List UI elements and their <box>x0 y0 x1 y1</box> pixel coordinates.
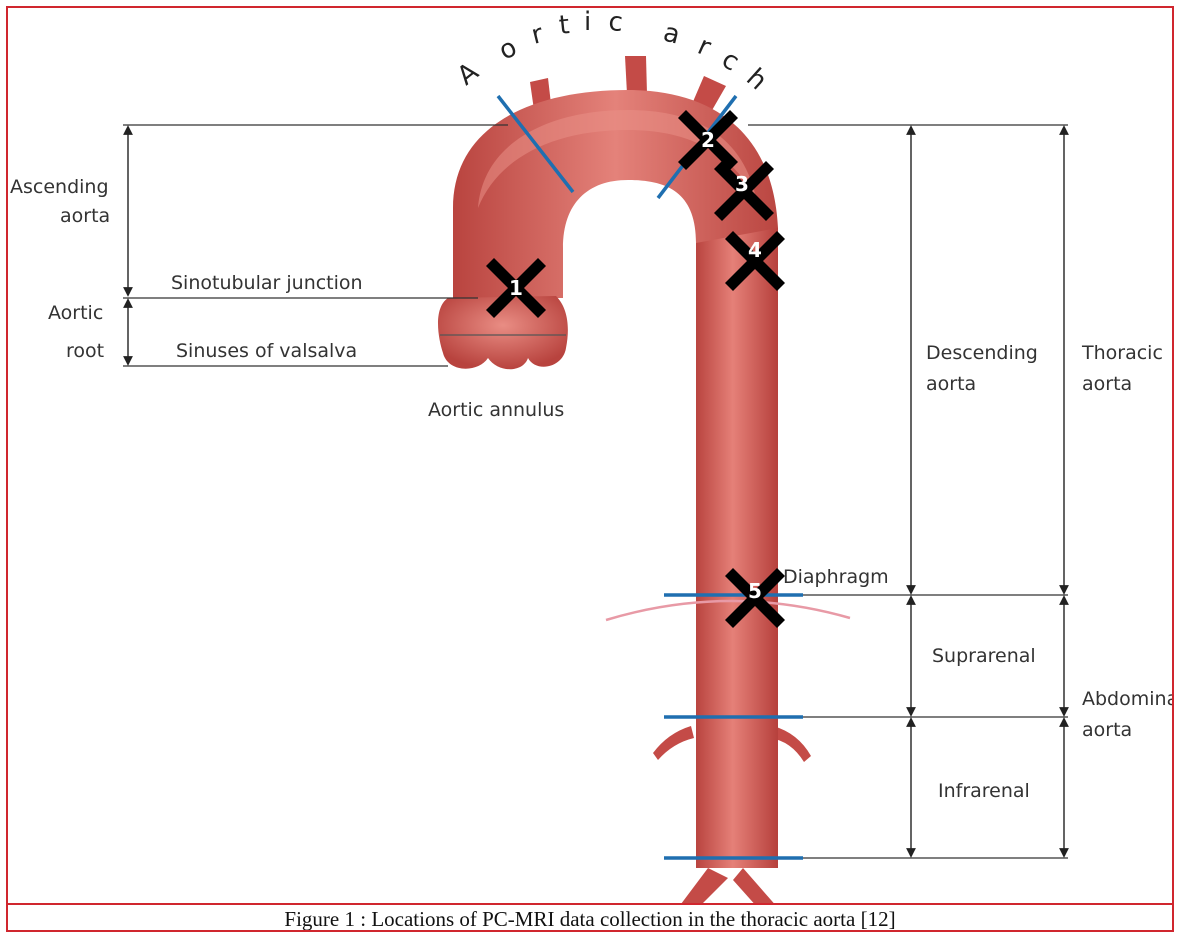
marker-number: 1 <box>509 276 523 300</box>
left-renal-branch <box>653 726 694 760</box>
figure-frame: A o r t i c a r c h Ascending aorta Sino… <box>6 6 1174 932</box>
arch-letter: o <box>495 33 522 67</box>
arch-letter: r <box>528 19 546 51</box>
marker-number: 3 <box>735 172 749 196</box>
abdominal-label-line2: aorta <box>1082 719 1132 741</box>
arch-letter: a <box>660 18 683 51</box>
aortic-root-label-line2: root <box>66 340 104 362</box>
aortic-arch-label: A o r t i c a r c h <box>452 8 773 96</box>
aorta-diagram: A o r t i c a r c h Ascending aorta Sino… <box>8 8 1172 903</box>
annulus-label: Aortic annulus <box>428 399 564 421</box>
sinotubular-label: Sinotubular junction <box>171 272 363 294</box>
arch-letter: h <box>740 63 772 96</box>
suprarenal-label: Suprarenal <box>932 645 1036 667</box>
ascending-label-line1: Ascending <box>10 176 109 198</box>
arch-letter: A <box>452 57 485 92</box>
dimension-arrows <box>128 130 1064 853</box>
reference-lines <box>123 125 1068 858</box>
sinuses-label: Sinuses of valsalva <box>176 340 357 362</box>
ascending-label-line2: aorta <box>60 205 110 227</box>
thoracic-label-line1: Thoracic <box>1081 342 1163 364</box>
marker-number: 4 <box>748 238 762 262</box>
marker-number: 5 <box>748 579 762 603</box>
abdominal-label-line1: Abdomina <box>1082 688 1172 710</box>
iliac-bifurcation <box>678 868 778 903</box>
caption-row: Figure 1 : Locations of PC-MRI data coll… <box>8 903 1172 932</box>
marker-number: 2 <box>701 128 715 152</box>
arch-letter: r <box>693 31 715 63</box>
descending-aorta-shading <box>696 228 778 868</box>
aortic-root-label-line1: Aortic <box>48 302 103 324</box>
infrarenal-label: Infrarenal <box>938 780 1030 802</box>
figure-caption: Figure 1 : Locations of PC-MRI data coll… <box>284 907 895 932</box>
arch-letter: i <box>584 8 591 37</box>
arch-letter: t <box>558 10 571 41</box>
thoracic-label-line2: aorta <box>1082 373 1132 395</box>
descending-label-line1: Descending <box>926 342 1038 364</box>
arch-letter: c <box>716 44 744 77</box>
arch-letter: c <box>608 8 624 38</box>
descending-label-line2: aorta <box>926 373 976 395</box>
diaphragm-label: Diaphragm <box>783 566 889 588</box>
